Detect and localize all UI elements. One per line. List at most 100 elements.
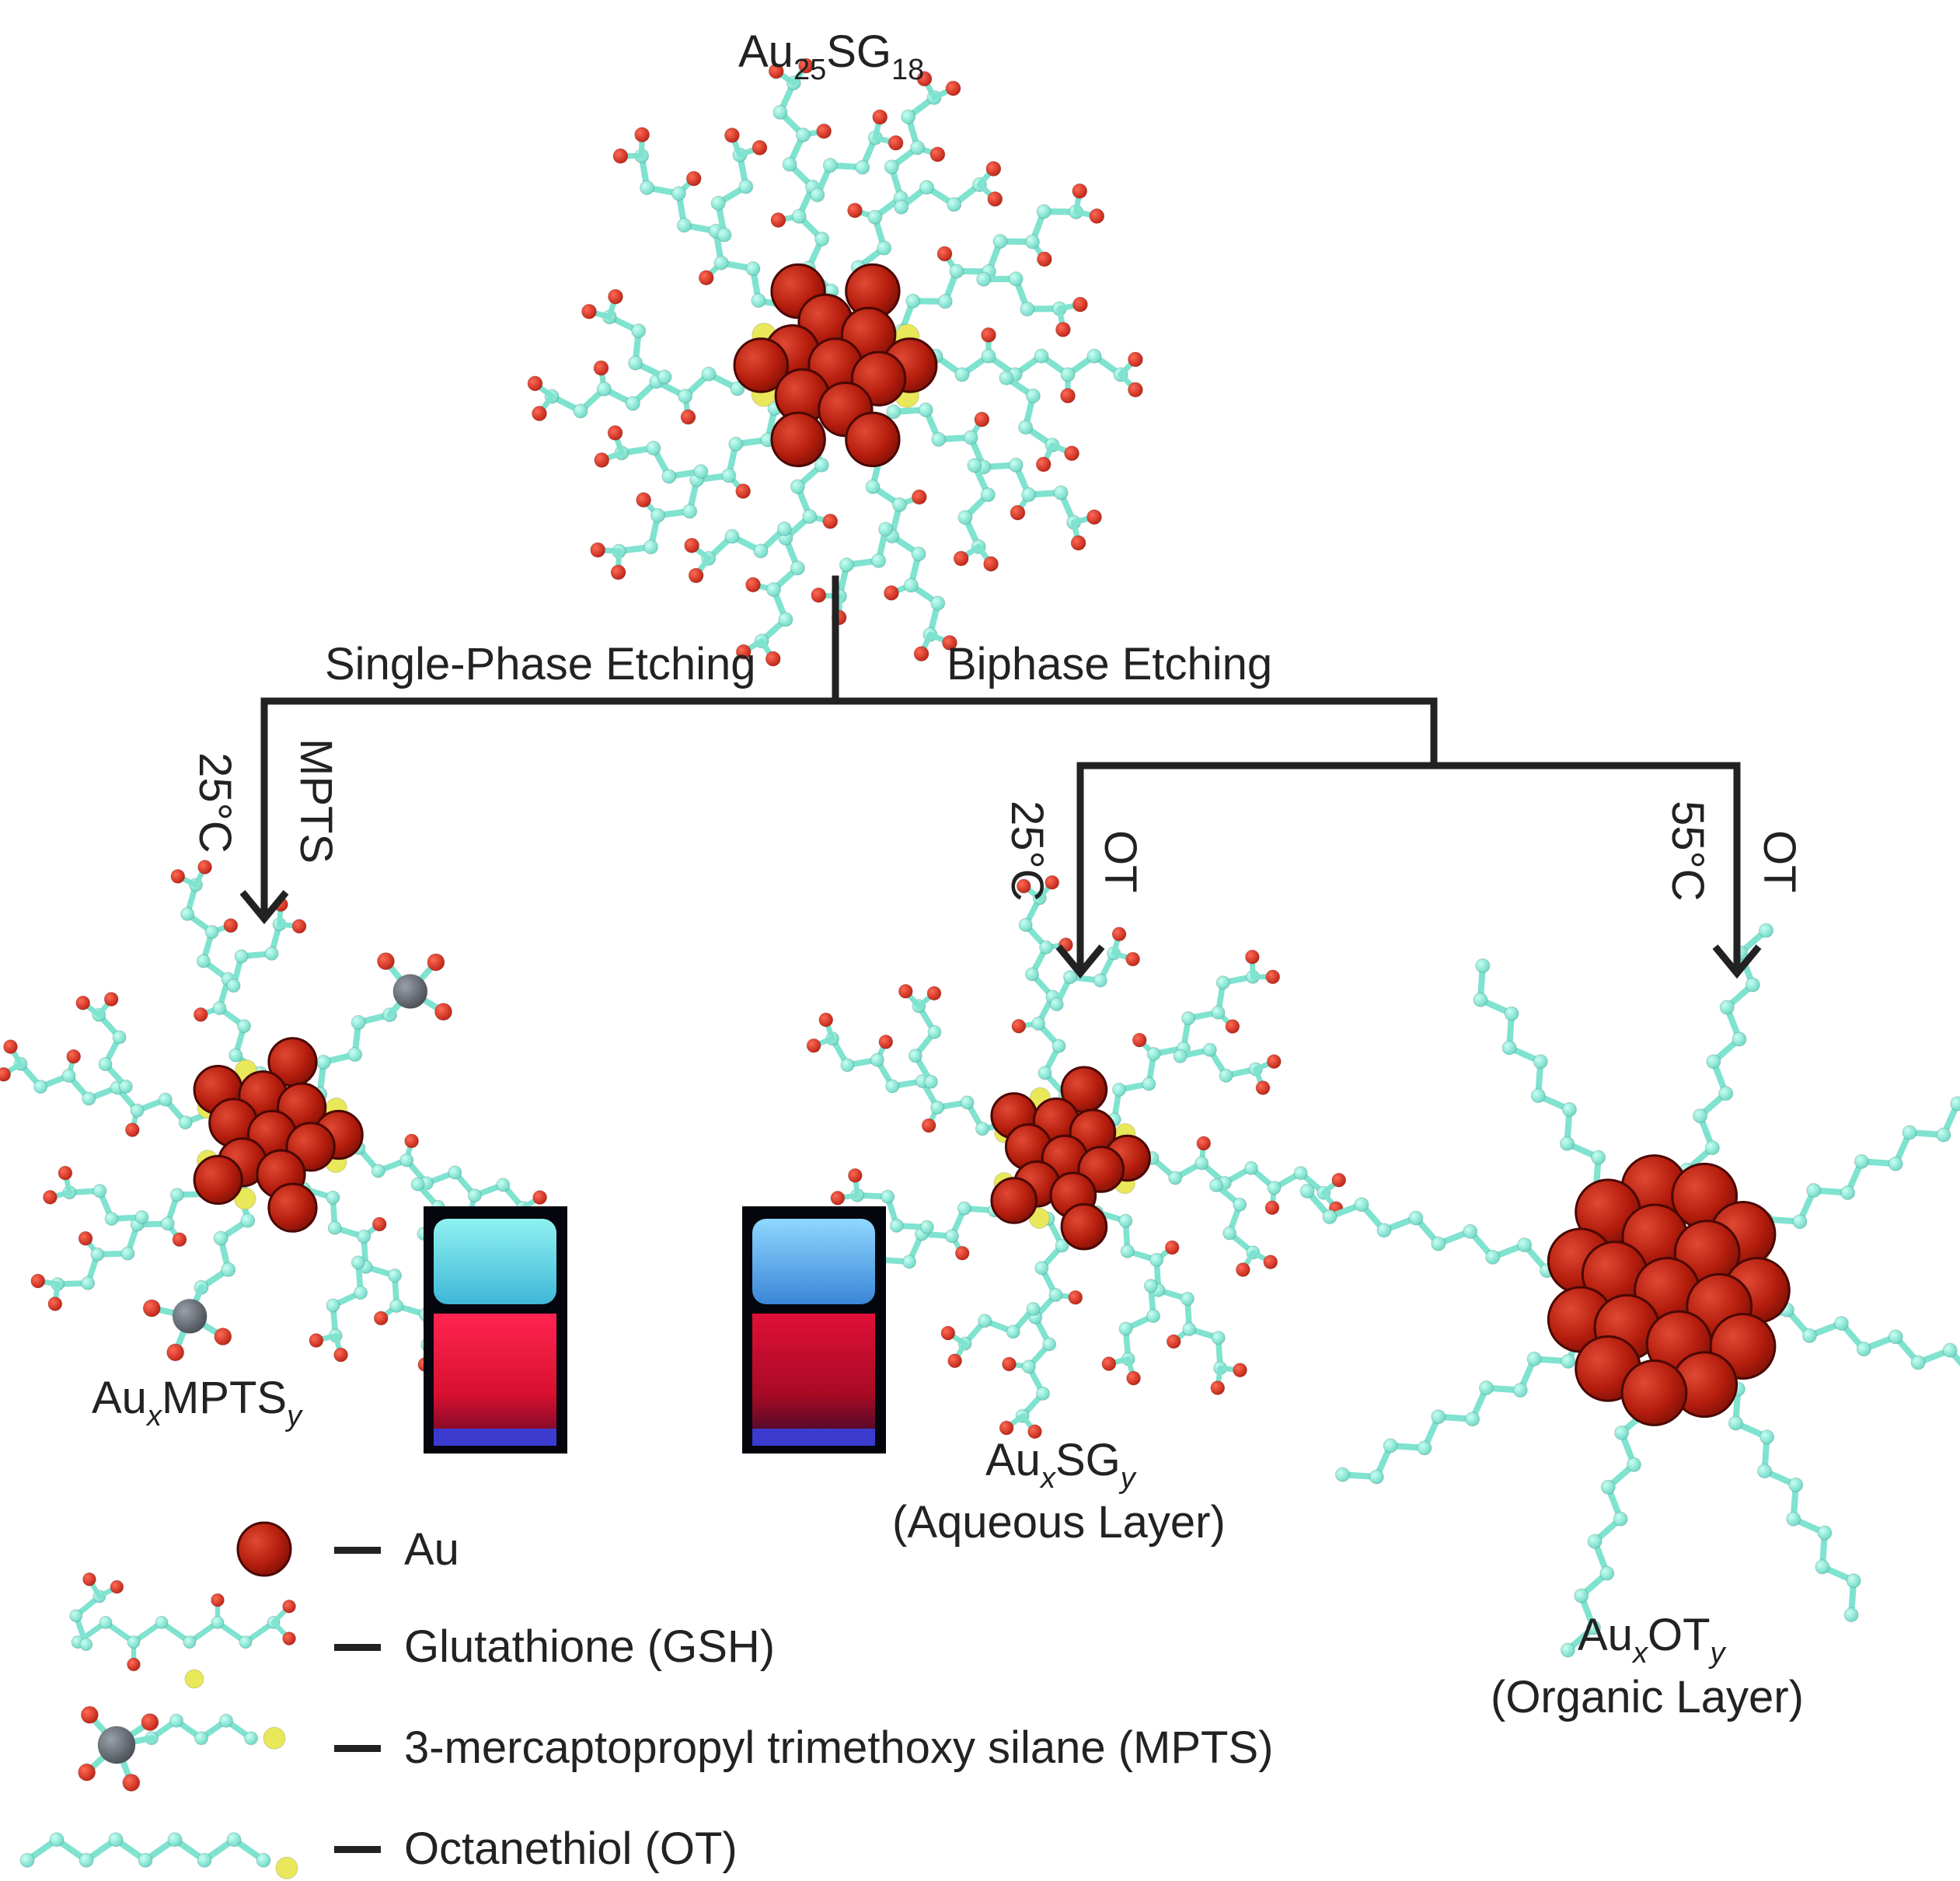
oxygen-atom: [941, 635, 957, 651]
carbon-bead: [814, 231, 830, 246]
carbon-bead: [69, 1609, 83, 1623]
carbon-bead: [221, 1262, 236, 1277]
oxygen-atom: [1225, 1019, 1240, 1034]
carbon-bead: [1942, 1342, 1958, 1358]
carbon-bead: [1142, 1077, 1156, 1091]
carbon-bead: [894, 199, 909, 215]
legend-au-atom: [236, 1521, 292, 1577]
carbon-bead: [1504, 1006, 1519, 1021]
carbon-bead: [1036, 204, 1051, 219]
oxygen-atom: [752, 140, 768, 155]
carbon-bead: [631, 323, 647, 339]
oxygen-atom: [953, 550, 969, 567]
oxygen-atom: [1331, 1172, 1347, 1188]
sulfur-atom: [275, 1856, 298, 1879]
arrow-heads: [239, 890, 1762, 979]
carbon-bead: [918, 402, 933, 417]
legend-icons: [19, 1521, 298, 1879]
carbon-bead: [244, 1731, 258, 1746]
carbon-bead: [158, 1092, 173, 1107]
carbon-bead: [1732, 1031, 1747, 1047]
carbon-bead: [1843, 1607, 1859, 1623]
carbon-bead: [357, 1229, 371, 1244]
oxygen-atom: [282, 1631, 296, 1645]
carbon-bead: [1757, 1464, 1773, 1479]
oxygen-atom: [954, 1245, 970, 1261]
carbon-bead: [327, 1220, 342, 1235]
oxygen-atom: [983, 556, 999, 572]
carbon-bead: [889, 1218, 904, 1233]
sulfur-atom: [263, 1726, 286, 1750]
vial-mpts: [424, 1206, 567, 1454]
aqueous-product-formula: AuxSGy: [985, 1435, 1135, 1495]
organic-layer-note: (Organic Layer): [1491, 1672, 1804, 1722]
carbon-bead: [810, 187, 825, 203]
carbon-bead: [82, 1091, 96, 1106]
oxygen-atom: [1036, 251, 1052, 267]
oxygen-atom: [0, 1066, 12, 1082]
oxygen-atom: [735, 644, 752, 660]
oxygen-atom: [929, 146, 946, 162]
carbon-bead: [814, 457, 829, 473]
oxygen-atom: [1072, 296, 1088, 312]
carbon-bead: [1025, 388, 1041, 403]
oxygen-atom: [1235, 1262, 1250, 1277]
carbon-bead: [802, 509, 818, 525]
carbon-bead: [1801, 1328, 1817, 1343]
oxygen-atom: [916, 71, 933, 87]
carbon-bead: [1048, 1287, 1063, 1302]
carbon-bead: [721, 468, 737, 483]
carbon-bead: [640, 180, 655, 195]
carbon-bead: [389, 1299, 404, 1314]
carbon-bead: [903, 578, 919, 593]
carbon-bead: [1591, 1150, 1606, 1165]
carbon-bead: [1517, 1237, 1533, 1253]
carbon-bead: [1053, 485, 1069, 501]
carbon-bead: [753, 543, 769, 559]
carbon-bead: [693, 464, 709, 480]
gold-atom: [733, 337, 789, 393]
oxygen-atom: [1064, 445, 1080, 462]
carbon-bead: [112, 1030, 127, 1045]
carbon-bead: [661, 469, 677, 484]
carbon-bead: [49, 1832, 65, 1848]
carbon-bead: [1463, 1223, 1478, 1239]
carbon-bead: [1475, 958, 1491, 973]
oxygen-atom: [1070, 535, 1086, 551]
carbon-bead: [1181, 1011, 1196, 1026]
legend-dash: [334, 1745, 381, 1752]
carbon-bead: [1902, 1125, 1917, 1140]
oxygen-atom: [1210, 1380, 1226, 1395]
oxygen-atom: [926, 986, 942, 1001]
carbon-bead: [960, 1095, 975, 1110]
carbon-bead: [104, 1212, 119, 1227]
carbon-bead: [772, 104, 788, 120]
oxygen-atom: [593, 360, 609, 376]
carbon-bead: [1704, 1140, 1720, 1156]
oxygen-atom: [735, 483, 752, 499]
carbon-bead: [316, 1055, 331, 1070]
gold-atom: [990, 1177, 1038, 1224]
carbon-bead: [326, 1190, 340, 1205]
carbon-bead: [628, 355, 643, 371]
oxygen-atom: [806, 1038, 821, 1053]
oxygen-atom: [745, 577, 761, 593]
carbon-bead: [1815, 1559, 1830, 1575]
oxygen-atom: [166, 1343, 185, 1362]
carbon-bead: [927, 1024, 942, 1039]
carbon-bead: [1626, 1457, 1641, 1472]
auxmpts-cluster: [0, 860, 548, 1372]
carbon-bead: [1322, 1209, 1337, 1225]
carbon-bead: [167, 1832, 183, 1848]
carbon-bead: [78, 1852, 94, 1868]
oxygen-atom: [822, 513, 839, 529]
carbon-bead: [1614, 1425, 1630, 1440]
carbon-bead: [1039, 940, 1054, 954]
oxygen-atom: [724, 127, 740, 144]
carbon-bead: [930, 1100, 945, 1115]
oxygen-atom: [1266, 1054, 1282, 1070]
carbon-bead: [1718, 1086, 1734, 1101]
oxygen-atom: [193, 1007, 208, 1022]
carbon-bead: [713, 255, 729, 270]
gold-atom: [1620, 1359, 1688, 1426]
